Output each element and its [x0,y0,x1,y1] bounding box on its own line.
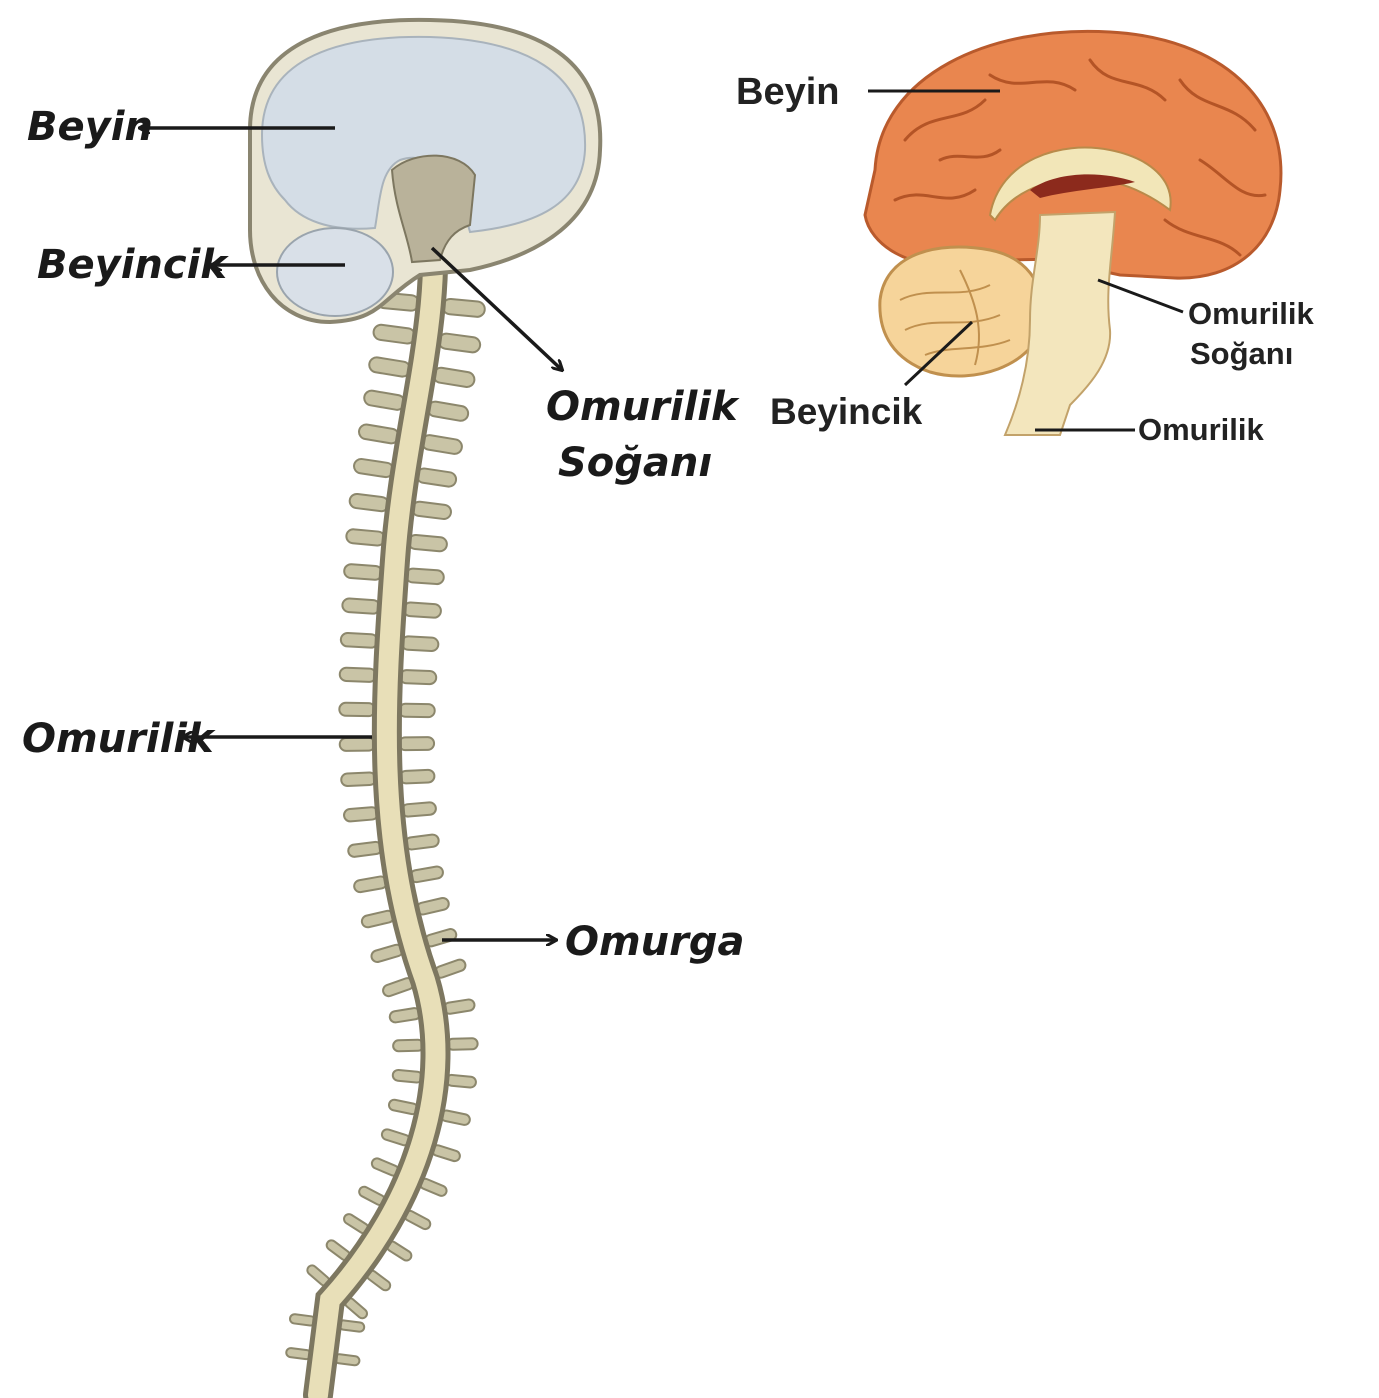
vertebra [400,670,437,685]
vertebra [358,423,400,444]
vertebra [408,534,448,551]
vertebra [344,564,383,580]
right-label-medulla-line1: Omurilik [1188,296,1315,331]
vertebra [442,298,485,317]
vertebra [353,458,394,478]
vertebra [373,324,416,345]
vertebra [340,738,375,751]
vertebra [363,390,406,411]
right-label-cerebellum: Beyincik [770,391,923,432]
right-line-medulla [1098,280,1183,312]
vertebra [405,568,444,584]
vertebra [447,1038,478,1050]
vertebra [421,434,463,455]
vertebra [438,333,481,354]
left-label-medulla-line2: Soğanı [558,440,712,486]
vertebra [411,501,451,520]
vertebra [401,802,436,817]
vertebra [401,636,438,651]
vertebra [405,834,440,850]
left-label-brain: Beyin [27,104,153,150]
vertebra [353,876,388,894]
vertebra [446,1074,477,1088]
vertebra [393,1040,424,1052]
left-label-spine: Omurga [565,919,745,965]
vertebra [392,1069,423,1083]
vertebra [346,529,386,546]
vertebra [338,1320,364,1332]
vertebra [361,910,395,929]
vertebra [339,703,375,717]
left-label-medulla-line1: Omurilik [546,384,740,430]
vertebra [399,704,435,718]
vertebra [409,866,444,884]
vertebra [341,633,378,648]
vertebra [368,356,411,377]
vertebra [432,367,475,388]
left-label-spinal-cord: Omurilik [22,716,216,762]
vertebra [342,598,380,614]
right-diagram: Beyin Beyincik Omurilik Soğanı Omurilik [736,31,1315,447]
vertebra [427,400,470,421]
vertebra [340,668,377,683]
vertebra [349,493,389,512]
left-label-cerebellum: Beyincik [37,242,229,288]
vertebra [403,602,441,618]
vertebra [289,1314,315,1326]
left-diagram: Beyin Beyincik Omurilik Soğanı Omurilik … [22,20,745,1395]
right-label-spinal-cord: Omurilik [1138,412,1265,447]
vertebra [389,1007,421,1023]
vertebra [400,770,435,784]
vertebra [399,737,434,750]
vertebra [341,772,376,786]
right-label-medulla-line2: Soğanı [1190,336,1293,371]
right-cerebellum [880,247,1043,376]
vertebra [348,841,383,857]
vertebra [443,999,475,1015]
vertebra [416,467,457,487]
left-cerebellum [277,228,393,316]
vertebra [344,807,379,822]
right-label-brain: Beyin [736,71,839,113]
